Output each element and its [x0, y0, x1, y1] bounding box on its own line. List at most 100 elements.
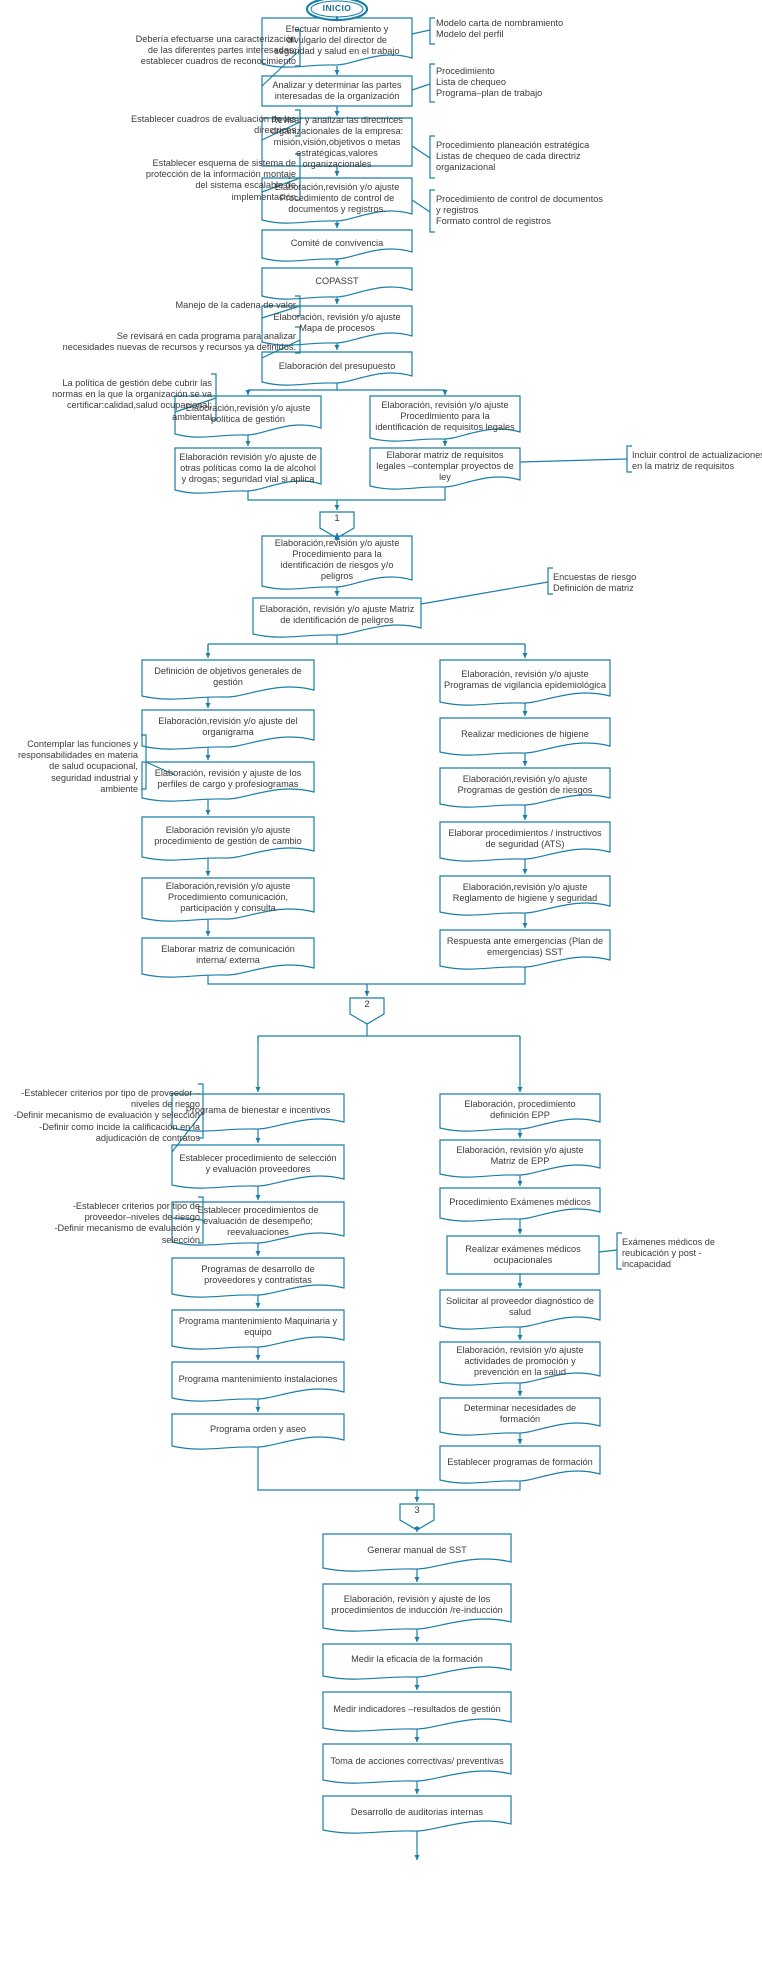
annotation-note: Contemplar las funciones y responsabilid… — [17, 739, 138, 794]
annotation-note: Modelo carta de nombramiento Modelo del … — [436, 18, 564, 40]
node-label: Toma de acciones correctivas/ preventiva… — [330, 1755, 504, 1766]
process-node[interactable]: Elaboración revisión y/o ajuste de otras… — [175, 448, 321, 488]
node-label: COPASST — [315, 275, 359, 286]
annotation-note: Procedimiento de control de documentos y… — [436, 194, 604, 227]
process-node[interactable]: Generar manual de SST — [323, 1534, 511, 1566]
node-label: Revisar y analizar las directrices organ… — [270, 114, 404, 169]
connector-label[interactable]: 3 — [414, 1505, 420, 1516]
process-node[interactable]: Elaboración del presupuesto — [262, 352, 412, 380]
process-node[interactable]: Solicitar al proveedor diagnóstico de sa… — [440, 1290, 600, 1324]
process-node[interactable]: Elaboración,revisión y/o ajuste del orga… — [142, 710, 314, 744]
process-node[interactable]: Realizar mediciones de higiene — [440, 718, 610, 750]
process-node[interactable]: Elaboración, revisión y ajuste de los pe… — [142, 762, 314, 796]
process-node[interactable]: Elaboración,revisión y/o ajuste Procedim… — [142, 878, 314, 916]
annotation-note: Exámenes médicos de reubicación y post -… — [622, 1237, 715, 1270]
process-node[interactable]: Elaboración,revisión y/o ajuste Reglamen… — [440, 876, 610, 910]
process-node[interactable]: Medir la eficacia de la formación — [323, 1644, 511, 1674]
node-label: Medir la eficacia de la formación — [351, 1653, 483, 1664]
node-label: Elaboración,revisión y/o ajuste Procedim… — [165, 880, 291, 913]
process-node[interactable]: Elaborar matriz de requisitos legales –c… — [370, 448, 520, 484]
node-label: Programa mantenimiento Maquinaria y equi… — [178, 1316, 338, 1337]
annotation-note: Encuestas de riesgo Definición de matriz — [553, 572, 637, 594]
process-node[interactable]: Programa orden y aseo — [172, 1414, 344, 1444]
node-label: Elaboración,revisión y/o ajuste Procedim… — [274, 538, 400, 581]
process-node[interactable]: Definición de objetivos generales de ges… — [142, 660, 314, 694]
process-node[interactable]: Elaboración revisión y/o ajuste procedim… — [142, 817, 314, 855]
process-node[interactable]: Programa mantenimiento Maquinaria y equi… — [172, 1310, 344, 1344]
node-label: Elaboración, procedimiento definición EP… — [464, 1099, 576, 1120]
process-node[interactable]: Programa de bienestar e incentivos — [172, 1094, 344, 1126]
process-node[interactable]: Comité de convivencia — [262, 230, 412, 256]
node-label: Realizar exámenes médicos ocupacionales — [465, 1244, 581, 1265]
node-label: Comité de convivencia — [290, 237, 384, 248]
annotation-note: -Establecer criterios por tipo de provee… — [54, 1201, 200, 1245]
node-label: Elaboración, revisión y/o ajuste Procedi… — [375, 399, 515, 432]
connector-label[interactable]: 1 — [334, 513, 340, 524]
process-node[interactable]: COPASST — [262, 268, 412, 294]
node-label: Generar manual de SST — [367, 1544, 467, 1555]
process-node[interactable]: Elaboración, revisión y ajuste de los pr… — [323, 1584, 511, 1626]
node-label: Elaboración, revisión y/o ajuste Program… — [444, 669, 606, 690]
node-label: Respuesta ante emergencias (Plan de emer… — [446, 936, 604, 957]
node-label: Desarrollo de auditorias internas — [350, 1806, 484, 1817]
node-label: Elaboración, revisión y ajuste de los pr… — [331, 1594, 503, 1615]
node-label: Establecer procedimientos de evaluación … — [197, 1204, 319, 1237]
node-label: Solicitar al proveedor diagnóstico de sa… — [445, 1296, 595, 1317]
annotation-note: Establecer cuadros de evaluación de las … — [131, 114, 296, 136]
process-node[interactable]: Procedimiento Exámenes médicos — [440, 1188, 600, 1216]
annotation-note: Se revisará en cada programa para analiz… — [62, 331, 296, 353]
process-node[interactable]: Elaboración, procedimiento definición EP… — [440, 1094, 600, 1126]
annotation-note: Incluir control de actualizaciones en la… — [632, 450, 762, 472]
node-label: Programa de bienestar e incentivos — [185, 1104, 331, 1115]
node-label: Establecer programas de formación — [447, 1456, 593, 1467]
process-node[interactable]: Respuesta ante emergencias (Plan de emer… — [440, 930, 610, 964]
process-node[interactable]: Elaboración,revisión y/o ajuste política… — [175, 396, 321, 432]
node-label: Elaboración,revisión y/o ajuste Reglamen… — [452, 882, 598, 903]
process-node[interactable]: Elaboración, revisión y/o ajuste Procedi… — [370, 396, 520, 436]
node-label: Elaboración, revisión y/o ajuste Matriz … — [259, 604, 415, 625]
process-node[interactable]: Analizar y determinar las partes interes… — [262, 76, 412, 106]
process-node[interactable]: Elaboración, revisión y/o ajuste Matriz … — [253, 598, 421, 632]
process-node[interactable]: Elaboración, revisión y/o ajuste activid… — [440, 1342, 600, 1380]
node-label: Efectuar nombramiento y divulgarlo del d… — [274, 23, 400, 56]
start-node-label: INICIO — [322, 3, 352, 13]
node-label: Elaboración,revisión y/o ajuste política… — [185, 403, 311, 424]
annotation-note: Manejo de la cadena de valor — [175, 300, 296, 310]
process-node[interactable]: Establecer procedimientos de evaluación … — [172, 1202, 344, 1240]
process-node[interactable]: Efectuar nombramiento y divulgarlo del d… — [262, 18, 412, 62]
annotation-note: Debería efectuarse una caracterización d… — [135, 34, 296, 67]
process-node[interactable]: Establecer programas de formación — [440, 1446, 600, 1478]
process-node[interactable]: Revisar y analizar las directrices organ… — [262, 115, 412, 169]
node-label: Elaborar matriz de comunicación interna/… — [161, 944, 295, 965]
process-node[interactable]: Elaboración,revisión y/o ajuste Procedim… — [262, 178, 412, 218]
process-node[interactable]: Elaboración, revisión y/o ajuste Matriz … — [440, 1140, 600, 1172]
connector-label[interactable]: 2 — [364, 999, 370, 1010]
node-label: Elaboración revisión y/o ajuste procedim… — [154, 825, 302, 846]
process-node[interactable]: Elaboración, revisión y/o ajuste Program… — [440, 660, 610, 700]
process-node[interactable]: Establecer procedimiento de selección y … — [172, 1145, 344, 1183]
process-node[interactable]: Realizar exámenes médicos ocupacionales — [447, 1236, 599, 1274]
process-node[interactable]: Determinar necesidades de formación — [440, 1398, 600, 1430]
process-node[interactable]: Elaboración, revisión y/o ajuste Mapa de… — [262, 306, 412, 340]
node-label: Elaboración, revisión y ajuste de los pe… — [154, 768, 302, 789]
node-label: Programa orden y aseo — [209, 1423, 306, 1434]
process-node[interactable]: Programa mantenimiento instalaciones — [172, 1362, 344, 1396]
process-node[interactable]: Elaboración,revisión y/o ajuste Procedim… — [262, 536, 412, 584]
node-label: Analizar y determinar las partes interes… — [272, 80, 402, 101]
process-node[interactable]: Toma de acciones correctivas/ preventiva… — [323, 1744, 511, 1778]
process-node[interactable]: Elaborar matriz de comunicación interna/… — [142, 938, 314, 972]
node-label: Realizar mediciones de higiene — [461, 728, 589, 739]
node-label: Establecer procedimiento de selección y … — [179, 1153, 337, 1174]
annotation-note: Procedimiento planeación estratégica Lis… — [436, 140, 590, 173]
process-node[interactable]: Programas de desarrollo de proveedores y… — [172, 1258, 344, 1292]
node-label: Programas de desarrollo de proveedores y… — [201, 1264, 315, 1285]
node-label: Procedimiento Exámenes médicos — [449, 1196, 591, 1207]
process-node[interactable]: Elaboración,revisión y/o ajuste Programa… — [440, 768, 610, 802]
node-label: Elaboración,revisión y/o ajuste Procedim… — [274, 181, 400, 214]
node-label: Elaborar procedimientos / instructivos d… — [448, 828, 602, 849]
process-node[interactable]: Elaborar procedimientos / instructivos d… — [440, 822, 610, 856]
process-node[interactable]: Medir indicadores –resultados de gestión — [323, 1692, 511, 1726]
process-node[interactable]: Desarrollo de auditorias internas — [323, 1796, 511, 1828]
